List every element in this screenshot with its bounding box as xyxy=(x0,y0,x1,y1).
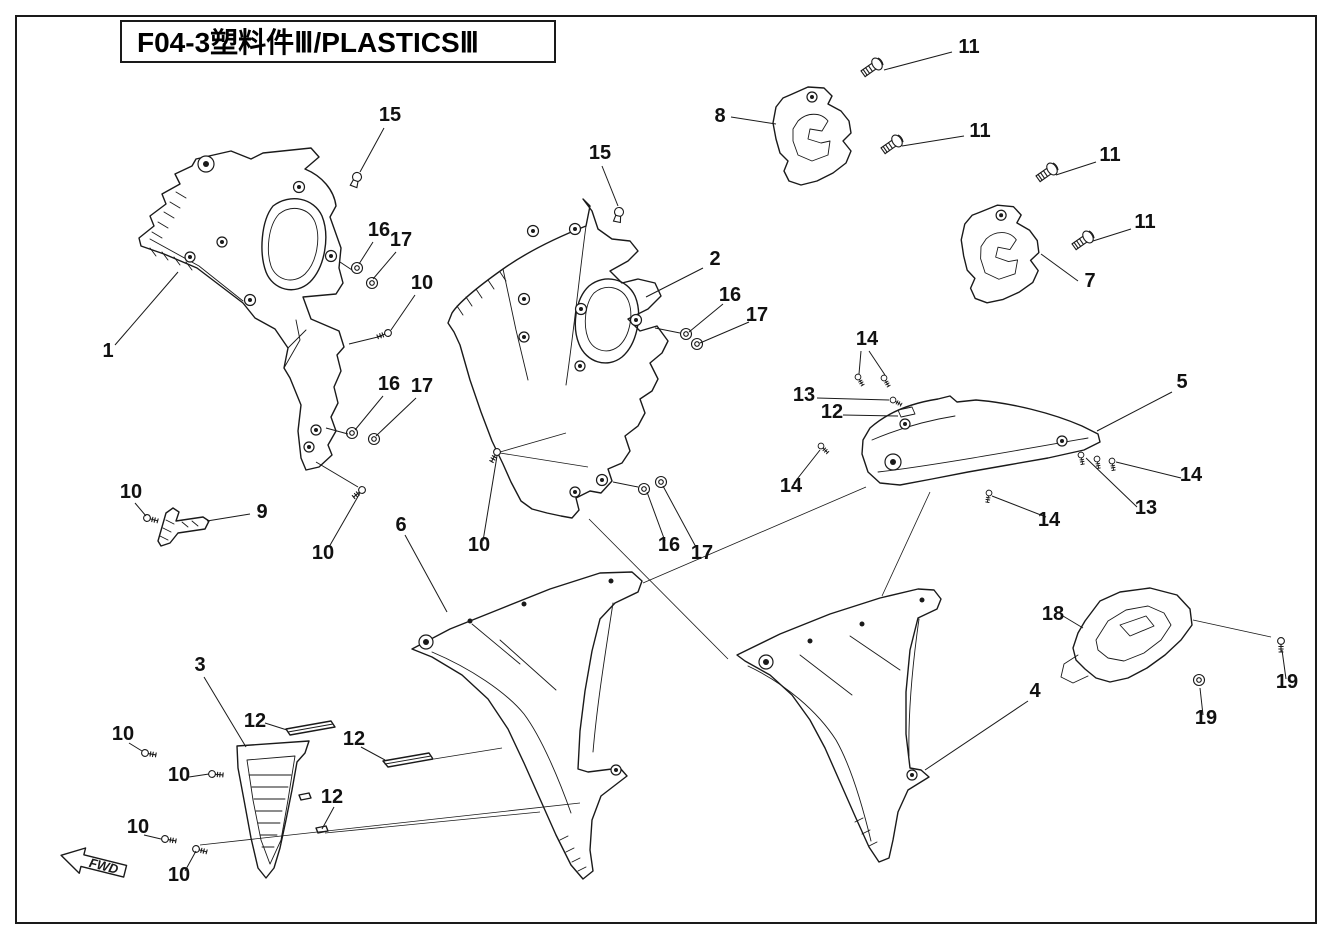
washer-17-icon xyxy=(365,276,379,290)
clip-13-icon xyxy=(888,395,904,408)
screw-14-icon xyxy=(1108,457,1117,472)
rivet-15-icon xyxy=(611,206,625,224)
part-callout-7: 7 xyxy=(1084,270,1095,292)
part-callout-8: 8 xyxy=(714,105,725,127)
part-callout-4: 4 xyxy=(1029,680,1041,702)
part-callout-10: 10 xyxy=(168,764,190,786)
screw-11-icon xyxy=(1069,228,1097,253)
screw-11-icon xyxy=(1033,160,1061,185)
leader-lines xyxy=(114,51,1287,872)
fwd-indicator: FWD xyxy=(60,847,128,878)
part-callout-18: 18 xyxy=(1042,603,1064,625)
part-callout-10: 10 xyxy=(120,481,142,503)
screw-10-icon xyxy=(350,484,368,501)
part-callout-14: 14 xyxy=(780,475,803,497)
part-callout-19: 19 xyxy=(1276,671,1298,693)
part-callout-13: 13 xyxy=(793,384,815,406)
part-callout-11: 11 xyxy=(969,120,990,142)
part-callout-10: 10 xyxy=(411,272,433,294)
part-9-bracket xyxy=(157,507,210,547)
part-5-panel xyxy=(861,395,1101,486)
part-callout-14: 14 xyxy=(1038,509,1061,531)
part-3-grille xyxy=(236,740,310,879)
part-callout-16: 16 xyxy=(719,284,741,306)
washer-16-icon xyxy=(679,327,693,341)
screw-10-icon xyxy=(140,748,157,759)
part-callout-16: 16 xyxy=(368,219,390,241)
washer-17-icon xyxy=(654,475,668,489)
part-callout-12: 12 xyxy=(244,710,266,732)
fwd-label: FWD xyxy=(88,855,121,877)
screw-14-icon xyxy=(853,372,866,388)
part-callout-11: 11 xyxy=(958,36,979,58)
fasteners xyxy=(140,55,1285,856)
washer-16-icon xyxy=(637,482,651,496)
washer-19-icon xyxy=(1192,673,1206,687)
part-6-panel xyxy=(411,571,643,880)
part-callout-17: 17 xyxy=(390,229,412,251)
screw-11-icon xyxy=(858,55,886,80)
screw-14-icon xyxy=(816,441,831,456)
title-block: F04-3塑料件Ⅲ/PLASTICSⅢ xyxy=(120,20,556,63)
part-callout-10: 10 xyxy=(468,534,490,556)
part-callout-19: 19 xyxy=(1195,707,1217,729)
title-box xyxy=(120,20,556,63)
part-callout-10: 10 xyxy=(127,816,149,838)
rivet-15-icon xyxy=(348,170,364,189)
screw-14-icon xyxy=(879,373,892,389)
part-callout-16: 16 xyxy=(378,373,400,395)
washer-17-icon xyxy=(367,432,381,446)
part-2-panel xyxy=(447,198,669,519)
page-border xyxy=(15,15,1317,924)
clip-13-icon xyxy=(1077,451,1086,466)
screw-10-icon xyxy=(207,769,224,779)
part-callout-17: 17 xyxy=(411,375,433,397)
part-callout-14: 14 xyxy=(1180,464,1203,486)
washer-16-icon xyxy=(350,261,364,275)
part-callout-11: 11 xyxy=(1099,144,1120,166)
part-7-bracket xyxy=(958,203,1042,306)
screw-19-icon xyxy=(1277,637,1285,653)
part-12-strips xyxy=(285,720,434,834)
part-18-duct xyxy=(1060,587,1193,684)
part-callout-3: 3 xyxy=(194,654,205,676)
part-callout-10: 10 xyxy=(112,723,134,745)
part-callout-11: 11 xyxy=(1134,211,1155,233)
part-1-panel xyxy=(138,147,345,471)
washer-17-icon xyxy=(690,337,704,351)
diagram-title: F04-3塑料件Ⅲ/PLASTICSⅢ xyxy=(137,27,479,58)
part-callout-14: 14 xyxy=(856,328,879,350)
part-callout-10: 10 xyxy=(168,864,190,886)
screw-10-icon xyxy=(488,446,503,464)
part-callout-12: 12 xyxy=(321,786,343,808)
part-callout-6: 6 xyxy=(395,514,406,536)
part-callout-5: 5 xyxy=(1176,371,1187,393)
part-callout-10: 10 xyxy=(312,542,334,564)
part-callout-12: 12 xyxy=(821,401,843,423)
screw-10-icon xyxy=(375,328,393,341)
screw-11-icon xyxy=(878,132,906,157)
part-8-bracket xyxy=(772,86,852,186)
part-callout-13: 13 xyxy=(1135,497,1157,519)
part-callout-16: 16 xyxy=(658,534,680,556)
part-callout-17: 17 xyxy=(746,304,768,326)
screw-10-icon xyxy=(160,834,177,845)
part-callout-12: 12 xyxy=(343,728,365,750)
part-4-panel xyxy=(736,588,942,863)
part-callout-15: 15 xyxy=(589,142,611,164)
screw-14-icon xyxy=(984,489,993,504)
part-callout-2: 2 xyxy=(709,248,720,270)
fwd-arrow-icon xyxy=(60,847,128,878)
part-callout-1: 1 xyxy=(102,340,113,362)
part-callout-9: 9 xyxy=(256,501,267,523)
part-callout-17: 17 xyxy=(691,542,713,564)
part-callout-15: 15 xyxy=(379,104,401,126)
